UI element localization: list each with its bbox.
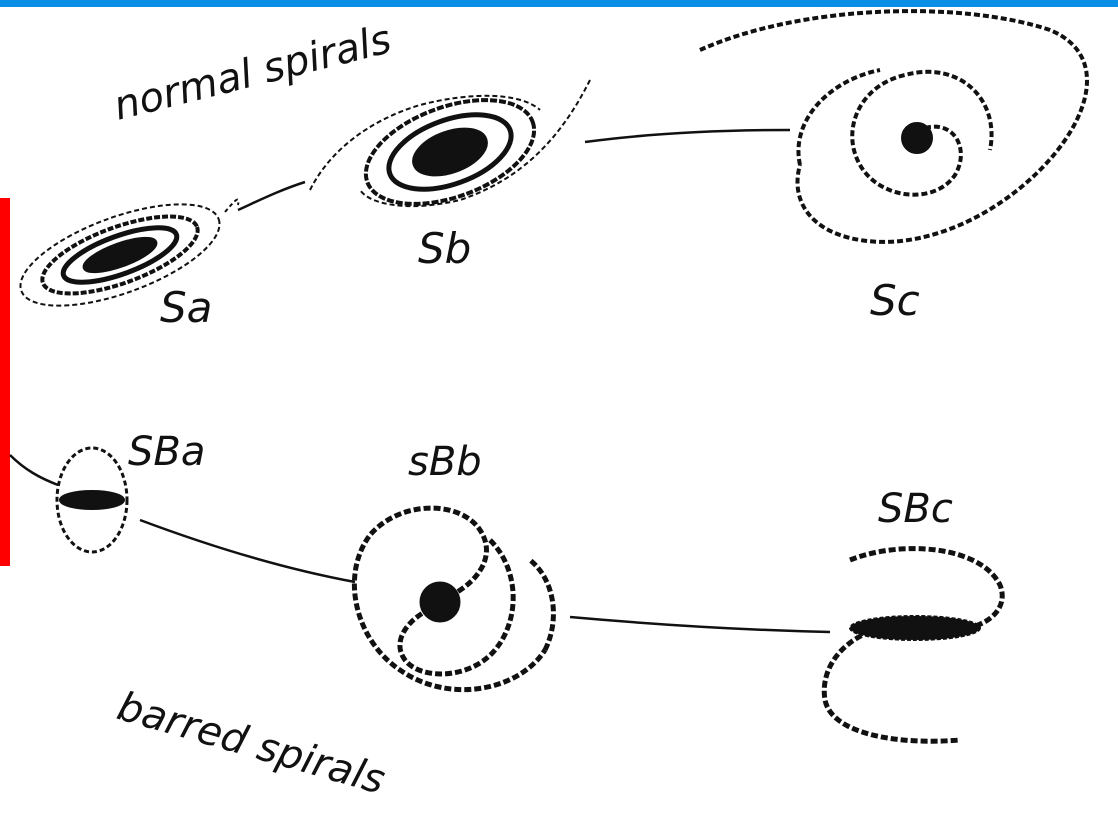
sba-galaxy-drawing	[57, 448, 127, 552]
label-sa: Sa	[160, 283, 212, 332]
label-sbb: sBb	[408, 439, 482, 485]
label-sbc: SBc	[878, 486, 953, 532]
label-sb: Sb	[418, 224, 471, 273]
label-sc: Sc	[870, 276, 920, 325]
connector-sba-sbb	[140, 520, 355, 582]
label-sba: SBa	[128, 429, 205, 475]
sc-galaxy-drawing	[700, 11, 1087, 242]
connector-sa-sb	[238, 182, 305, 210]
heading-barred-spirals: barred spirals	[112, 683, 390, 803]
connector-sb-sc	[585, 130, 790, 142]
sb-galaxy-drawing	[310, 80, 590, 225]
sbb-galaxy-drawing	[354, 508, 553, 690]
sbc-galaxy-drawing	[824, 549, 1002, 742]
connector-sbb-sbc	[570, 617, 830, 632]
heading-normal-spirals: normal spirals	[109, 16, 396, 129]
connector-left-sba	[10, 455, 58, 485]
